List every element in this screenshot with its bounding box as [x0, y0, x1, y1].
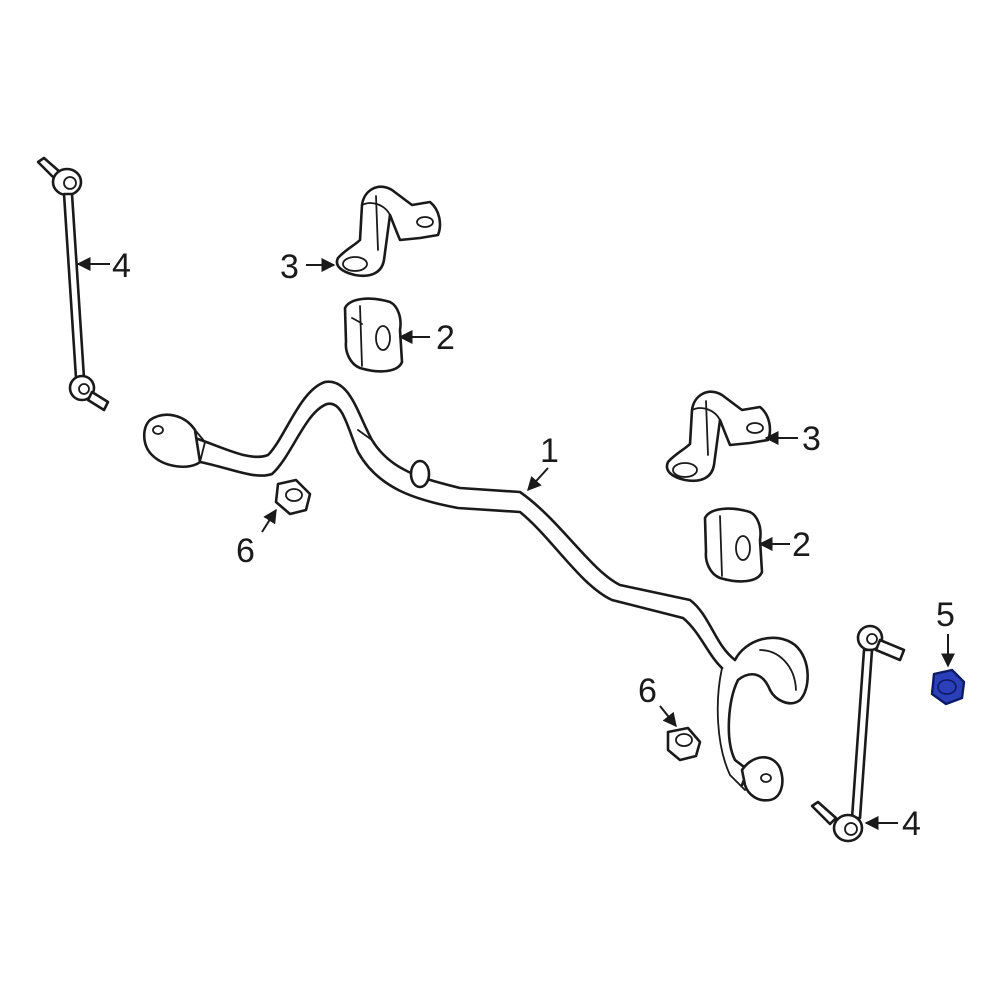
leader-nut-left	[261, 508, 277, 533]
callout-nut-right: 6	[638, 672, 657, 710]
callout-bushing-right: 2	[792, 526, 811, 564]
bracket-right[interactable]	[665, 390, 772, 483]
callout-nut-highlighted: 5	[936, 596, 955, 634]
stabilizer-link-left[interactable]	[36, 156, 110, 412]
callout-link-right: 4	[902, 805, 921, 843]
stabilizer-bar[interactable]	[142, 380, 809, 802]
stabilizer-link-right[interactable]	[810, 624, 906, 843]
nut-left[interactable]	[274, 478, 312, 516]
callout-bar: 1	[540, 432, 559, 470]
nut-right[interactable]	[666, 726, 702, 762]
nut-highlighted[interactable]	[930, 668, 966, 706]
leader-bar	[527, 467, 549, 492]
leader-nut-right	[659, 705, 677, 728]
callout-nut-left: 6	[236, 532, 255, 570]
callout-link-left: 4	[112, 247, 131, 285]
callout-bushing-left: 2	[436, 319, 455, 357]
bushing-left[interactable]	[343, 297, 404, 373]
callout-bracket-left: 3	[280, 248, 299, 286]
callout-bracket-right: 3	[802, 420, 821, 458]
bushing-right[interactable]	[703, 507, 764, 583]
bracket-left[interactable]	[335, 185, 442, 278]
